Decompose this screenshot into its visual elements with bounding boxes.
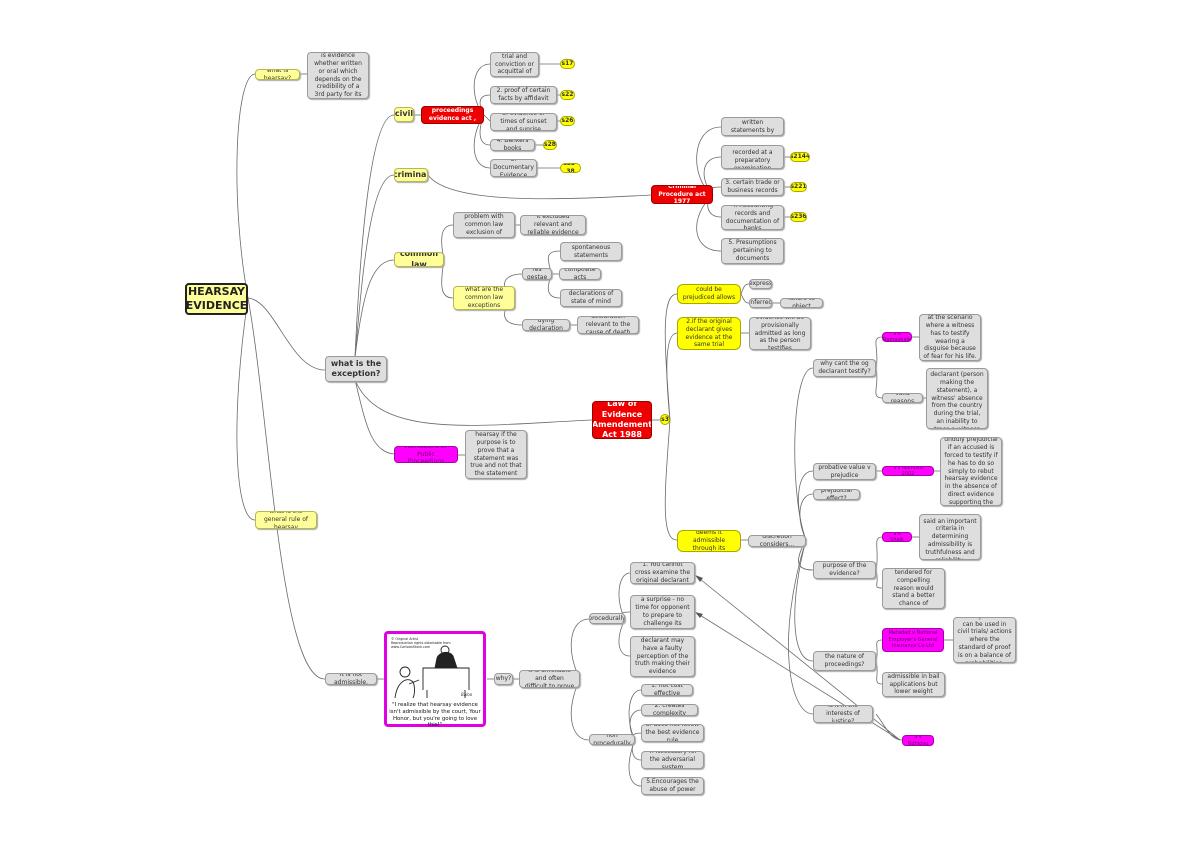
section-3-tag[interactable]: s3	[660, 414, 670, 425]
declarations-state-of-mind-node[interactable]: declarations of state of mind	[560, 289, 622, 307]
civil-item-4[interactable]: 4. Bankers books	[490, 139, 535, 151]
ramavhale-def-node[interactable]: the court looked at the scenario where a…	[919, 314, 981, 361]
non-procedural-reason-3[interactable]: 3. does not follow the best evidence rul…	[641, 724, 704, 742]
civil-tag-3[interactable]: s26	[560, 116, 575, 126]
dying-declaration-node[interactable]: dying declaration	[522, 319, 570, 331]
cartoon-credit: © Original Artist Reproduction rights ob…	[391, 637, 451, 650]
interests-of-justice-node[interactable]: is it in the interests of justice?	[813, 705, 873, 723]
hearsay-definition-node[interactable]: hearsay evidence is evidence whether wri…	[307, 52, 369, 99]
procedural-reason-2[interactable]: 2. often arises as a surprise - no time …	[630, 595, 695, 629]
unreliable-node[interactable]: It is unreliable and often difficult to …	[519, 670, 580, 688]
civil-node[interactable]: civil	[394, 107, 414, 122]
civil-tag-5[interactable]: s33-38	[560, 163, 581, 173]
civil-item-3[interactable]: 3. evidence of times of sunset and sunri…	[490, 113, 557, 131]
why-cant-testify-node[interactable]: why cant the og declarant testify?	[813, 359, 876, 377]
law-of-evidence-act-node[interactable]: Law of Evidence Amendement Act 1988	[592, 401, 652, 439]
criminal-item-3[interactable]: 3. certain trade or business records	[721, 178, 784, 196]
nature-def-2-node[interactable]: admissible in bail applications but lowe…	[882, 672, 945, 697]
not-hearsay-def-node[interactable]: evidence is not hearsay if the purpose i…	[465, 430, 527, 479]
why-node[interactable]: why?	[494, 673, 513, 685]
common-law-problem-node[interactable]: what was the problem with common law exc…	[453, 212, 515, 238]
what-is-hearsay-node[interactable]: what is hearsay?	[255, 69, 300, 80]
condition-2-def-node[interactable]: evidence will be provisionally admitted …	[749, 317, 811, 350]
cartoon-signature: Baloo	[461, 692, 473, 697]
root-node[interactable]: HEARSAY EVIDENCE	[185, 283, 248, 315]
ndhlovu-def-node[interactable]: it would be unduly prejudicial if an acc…	[940, 437, 1002, 506]
civil-item-5[interactable]: 5. Documentary Evidence	[490, 159, 537, 177]
nature-def-node[interactable]: hearsay evidence can be used in civil tr…	[953, 617, 1016, 663]
non-procedurally-node[interactable]: non procedurally	[589, 734, 635, 745]
non-procedural-reason-5[interactable]: 5.Encourages the abuse of power	[641, 777, 704, 795]
condition-2-node[interactable]: 2.if the original declarant gives eviden…	[677, 317, 741, 350]
s-v-ramavhale-node[interactable]: S v Ramavhale	[882, 332, 912, 342]
s-v-ndhlovu-node[interactable]: S v Ndhlovu	[902, 735, 934, 746]
not-admissible-node[interactable]: It is not admissible.	[325, 673, 377, 685]
metadad-case-node[interactable]: Metadad v National Employer's General In…	[882, 628, 944, 652]
cartoon-caption: "I realize that hearsay evidence isn't a…	[389, 702, 481, 729]
non-procedural-reason-4[interactable]: 4. Necessary for the adversarial system	[641, 751, 704, 769]
procedural-reason-3[interactable]: 3. original declarant may have a faulty …	[630, 636, 695, 677]
shaik-def-node[interactable]: here the court said an important criteri…	[919, 514, 981, 560]
cartoon-drawing-icon	[394, 645, 470, 699]
criminal-item-1[interactable]: 1. admission of written statements by co…	[721, 117, 784, 136]
condition-3-node[interactable]: 3. the court deems it admissible through…	[677, 530, 741, 552]
civil-tag-2[interactable]: s22	[560, 90, 575, 100]
civil-item-2[interactable]: 2. proof of certain facts by affidavit	[490, 86, 557, 104]
purpose-def-2-node[interactable]: Evidence tendered for compelling reason …	[882, 568, 945, 609]
criminal-tag-2[interactable]: s2144	[790, 152, 810, 162]
s-v-shaik-node[interactable]: S v Shaik	[882, 532, 912, 542]
s-v-ndhlovu-2002-node[interactable]: S v Ndhlovu 2002	[882, 466, 934, 476]
criminal-tag-3[interactable]: s221	[790, 182, 807, 192]
discretion-considers-node[interactable]: discretion considers...	[748, 535, 806, 547]
civil-tag-4[interactable]: s28	[543, 140, 557, 150]
criminal-act-node[interactable]: Criminal Procedure act 1977	[651, 185, 713, 204]
admissions-public-proceedings-node[interactable]: Admissions or Public Proceedings	[394, 446, 458, 463]
civil-item-1[interactable]: 1. proof of trial and conviction or acqu…	[490, 52, 539, 77]
criminal-item-5[interactable]: 5. Presumptions pertaining to documents	[721, 238, 784, 264]
probative-value-node[interactable]: probative value v prejudice	[813, 463, 876, 480]
failure-to-object-node[interactable]: failure to object	[780, 298, 823, 308]
express-node[interactable]: express	[749, 279, 772, 289]
condition-1-node[interactable]: 1. if the party who could be prejudiced …	[677, 284, 741, 304]
criminal-node[interactable]: criminal	[394, 168, 428, 182]
common-law-exceptions-node[interactable]: what are the common law exceptions	[453, 286, 515, 310]
inferred-node[interactable]: inferred	[749, 298, 772, 308]
purpose-of-evidence-node[interactable]: purpose of the evidence?	[813, 561, 876, 579]
non-procedural-reason-2[interactable]: 2. creates complexity	[641, 704, 698, 716]
procedurally-node[interactable]: procedurally	[589, 613, 625, 624]
dying-declaration-def-node[interactable]: declaration relevant to the cause of dea…	[577, 316, 639, 334]
nature-of-proceedings-node[interactable]: the nature of proceedings?	[813, 651, 876, 671]
valid-reasons-def-node[interactable]: death of the declarant (person making th…	[926, 368, 988, 429]
criminal-tag-4[interactable]: s236	[790, 212, 807, 222]
procedural-reason-1[interactable]: 1. You cannot cross examine the original…	[630, 562, 695, 584]
common-law-problem-answer-node[interactable]: it excluded relevant and reliable eviden…	[520, 215, 586, 235]
criminal-item-4[interactable]: 4. Accounting records and documentation …	[721, 205, 784, 230]
res-gestae-node[interactable]: res gestae	[522, 268, 552, 280]
hearsay-cartoon: © Original Artist Reproduction rights ob…	[384, 631, 486, 729]
prejudicial-effect-node[interactable]: prejudicial effect?	[813, 489, 860, 500]
spontaneous-statements-node[interactable]: spontaneous statements	[560, 242, 622, 261]
criminal-item-2[interactable]: 2. evidence recorded at a preparatory ex…	[721, 145, 784, 169]
civil-act-node[interactable]: Civil proceedings evidence act , 1965	[421, 106, 484, 124]
non-procedural-reason-1[interactable]: 1. not cost effective	[641, 684, 693, 696]
civil-tag-1[interactable]: s17	[560, 59, 575, 69]
exception-node[interactable]: what is the exception?	[325, 356, 387, 382]
general-rule-node[interactable]: what is the general rule of hearsay	[255, 511, 317, 529]
common-law-node[interactable]: common law	[394, 252, 444, 267]
composite-acts-node[interactable]: composite acts	[559, 268, 601, 280]
valid-reasons-node[interactable]: valid reasons	[882, 393, 923, 403]
